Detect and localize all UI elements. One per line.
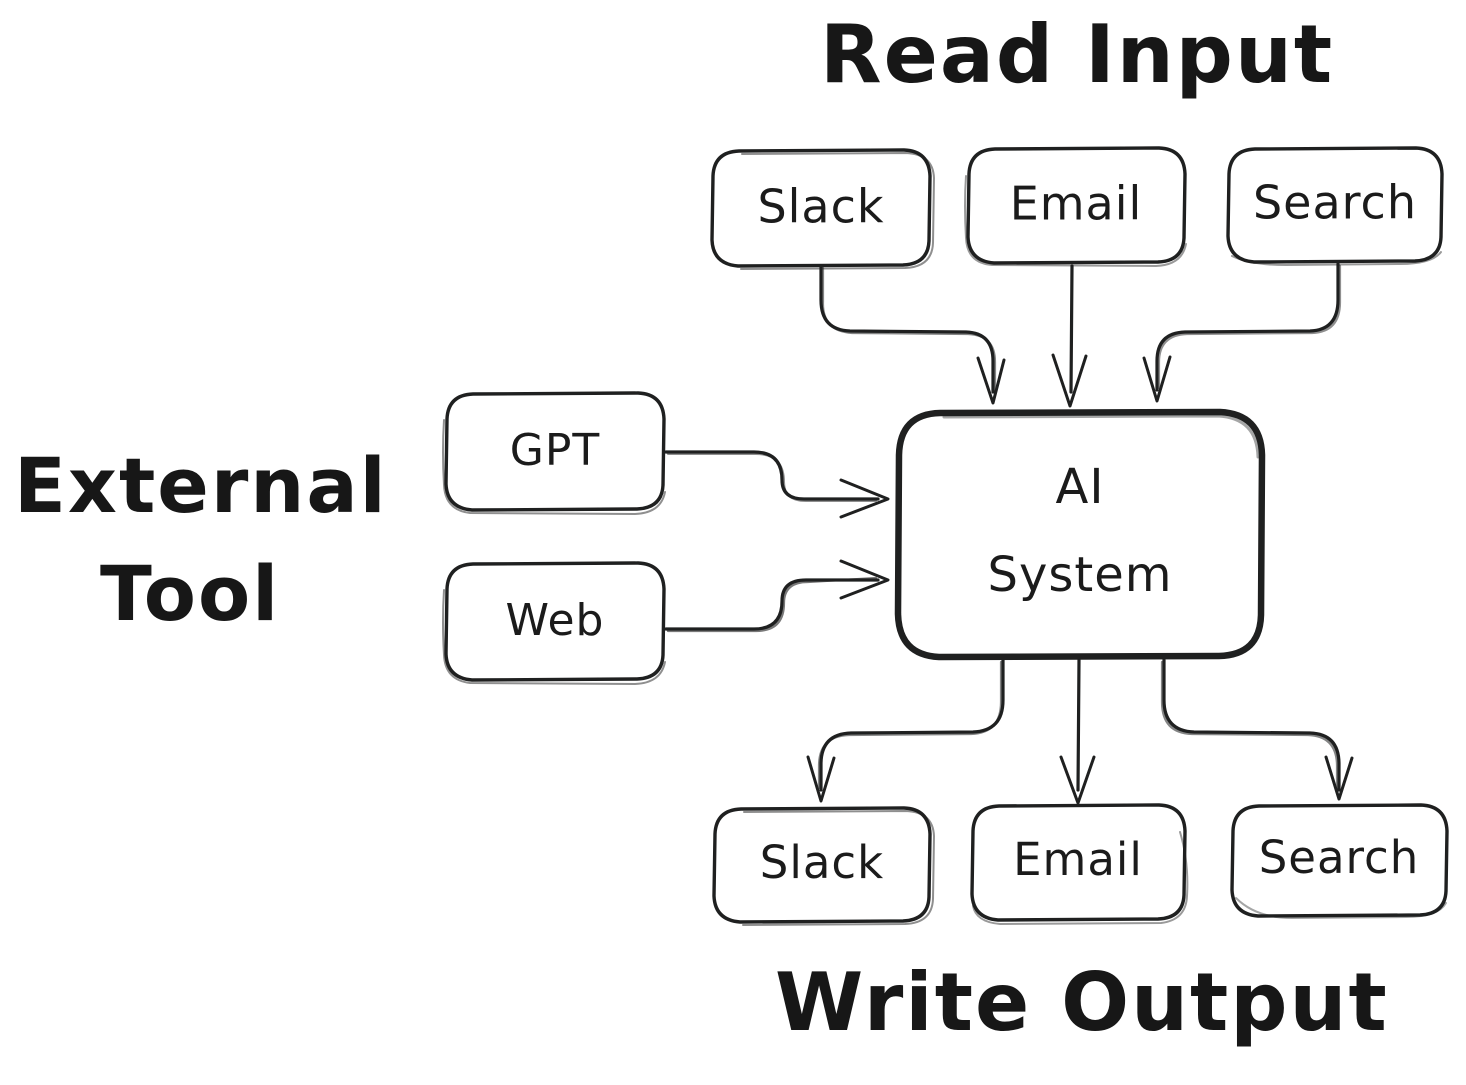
node-tool-web[interactable]: Web xyxy=(442,561,666,685)
node-output-slack[interactable]: Slack xyxy=(712,806,935,926)
node-output-search[interactable]: Search xyxy=(1230,803,1449,919)
node-input-slack[interactable]: Slack xyxy=(710,148,935,270)
arrow-slack-out xyxy=(806,658,1005,803)
node-label: Email xyxy=(1013,833,1143,886)
node-label: Search xyxy=(1259,831,1420,884)
title-read-input: Read Input xyxy=(820,8,1334,101)
node-output-email[interactable]: Email xyxy=(970,803,1189,925)
node-label: Email xyxy=(1010,177,1143,231)
node-label-line1: AI xyxy=(1056,459,1105,515)
node-label-line2: System xyxy=(988,547,1173,603)
title-external-tool-line2: Tool xyxy=(100,549,280,638)
node-tool-gpt[interactable]: GPT xyxy=(442,391,666,515)
arrow-email-out xyxy=(1059,658,1096,805)
node-label: GPT xyxy=(510,425,601,476)
arrow-slack-in xyxy=(819,264,1006,405)
node-input-search[interactable]: Search xyxy=(1226,146,1444,266)
title-write-output: Write Output xyxy=(775,956,1389,1049)
title-external-tool-line1: External xyxy=(14,441,388,530)
node-ai-system[interactable]: AI System xyxy=(894,408,1266,661)
node-label: Slack xyxy=(757,180,884,234)
arrow-web-in xyxy=(664,559,890,633)
node-label: Web xyxy=(506,595,605,646)
node-label: Search xyxy=(1253,176,1417,230)
node-input-email[interactable]: Email xyxy=(964,146,1187,267)
arrow-email-in xyxy=(1051,264,1088,408)
node-label: Slack xyxy=(760,836,884,889)
arrow-search-out xyxy=(1160,658,1354,801)
arrow-gpt-in xyxy=(664,450,890,519)
arrow-search-in xyxy=(1142,262,1342,403)
